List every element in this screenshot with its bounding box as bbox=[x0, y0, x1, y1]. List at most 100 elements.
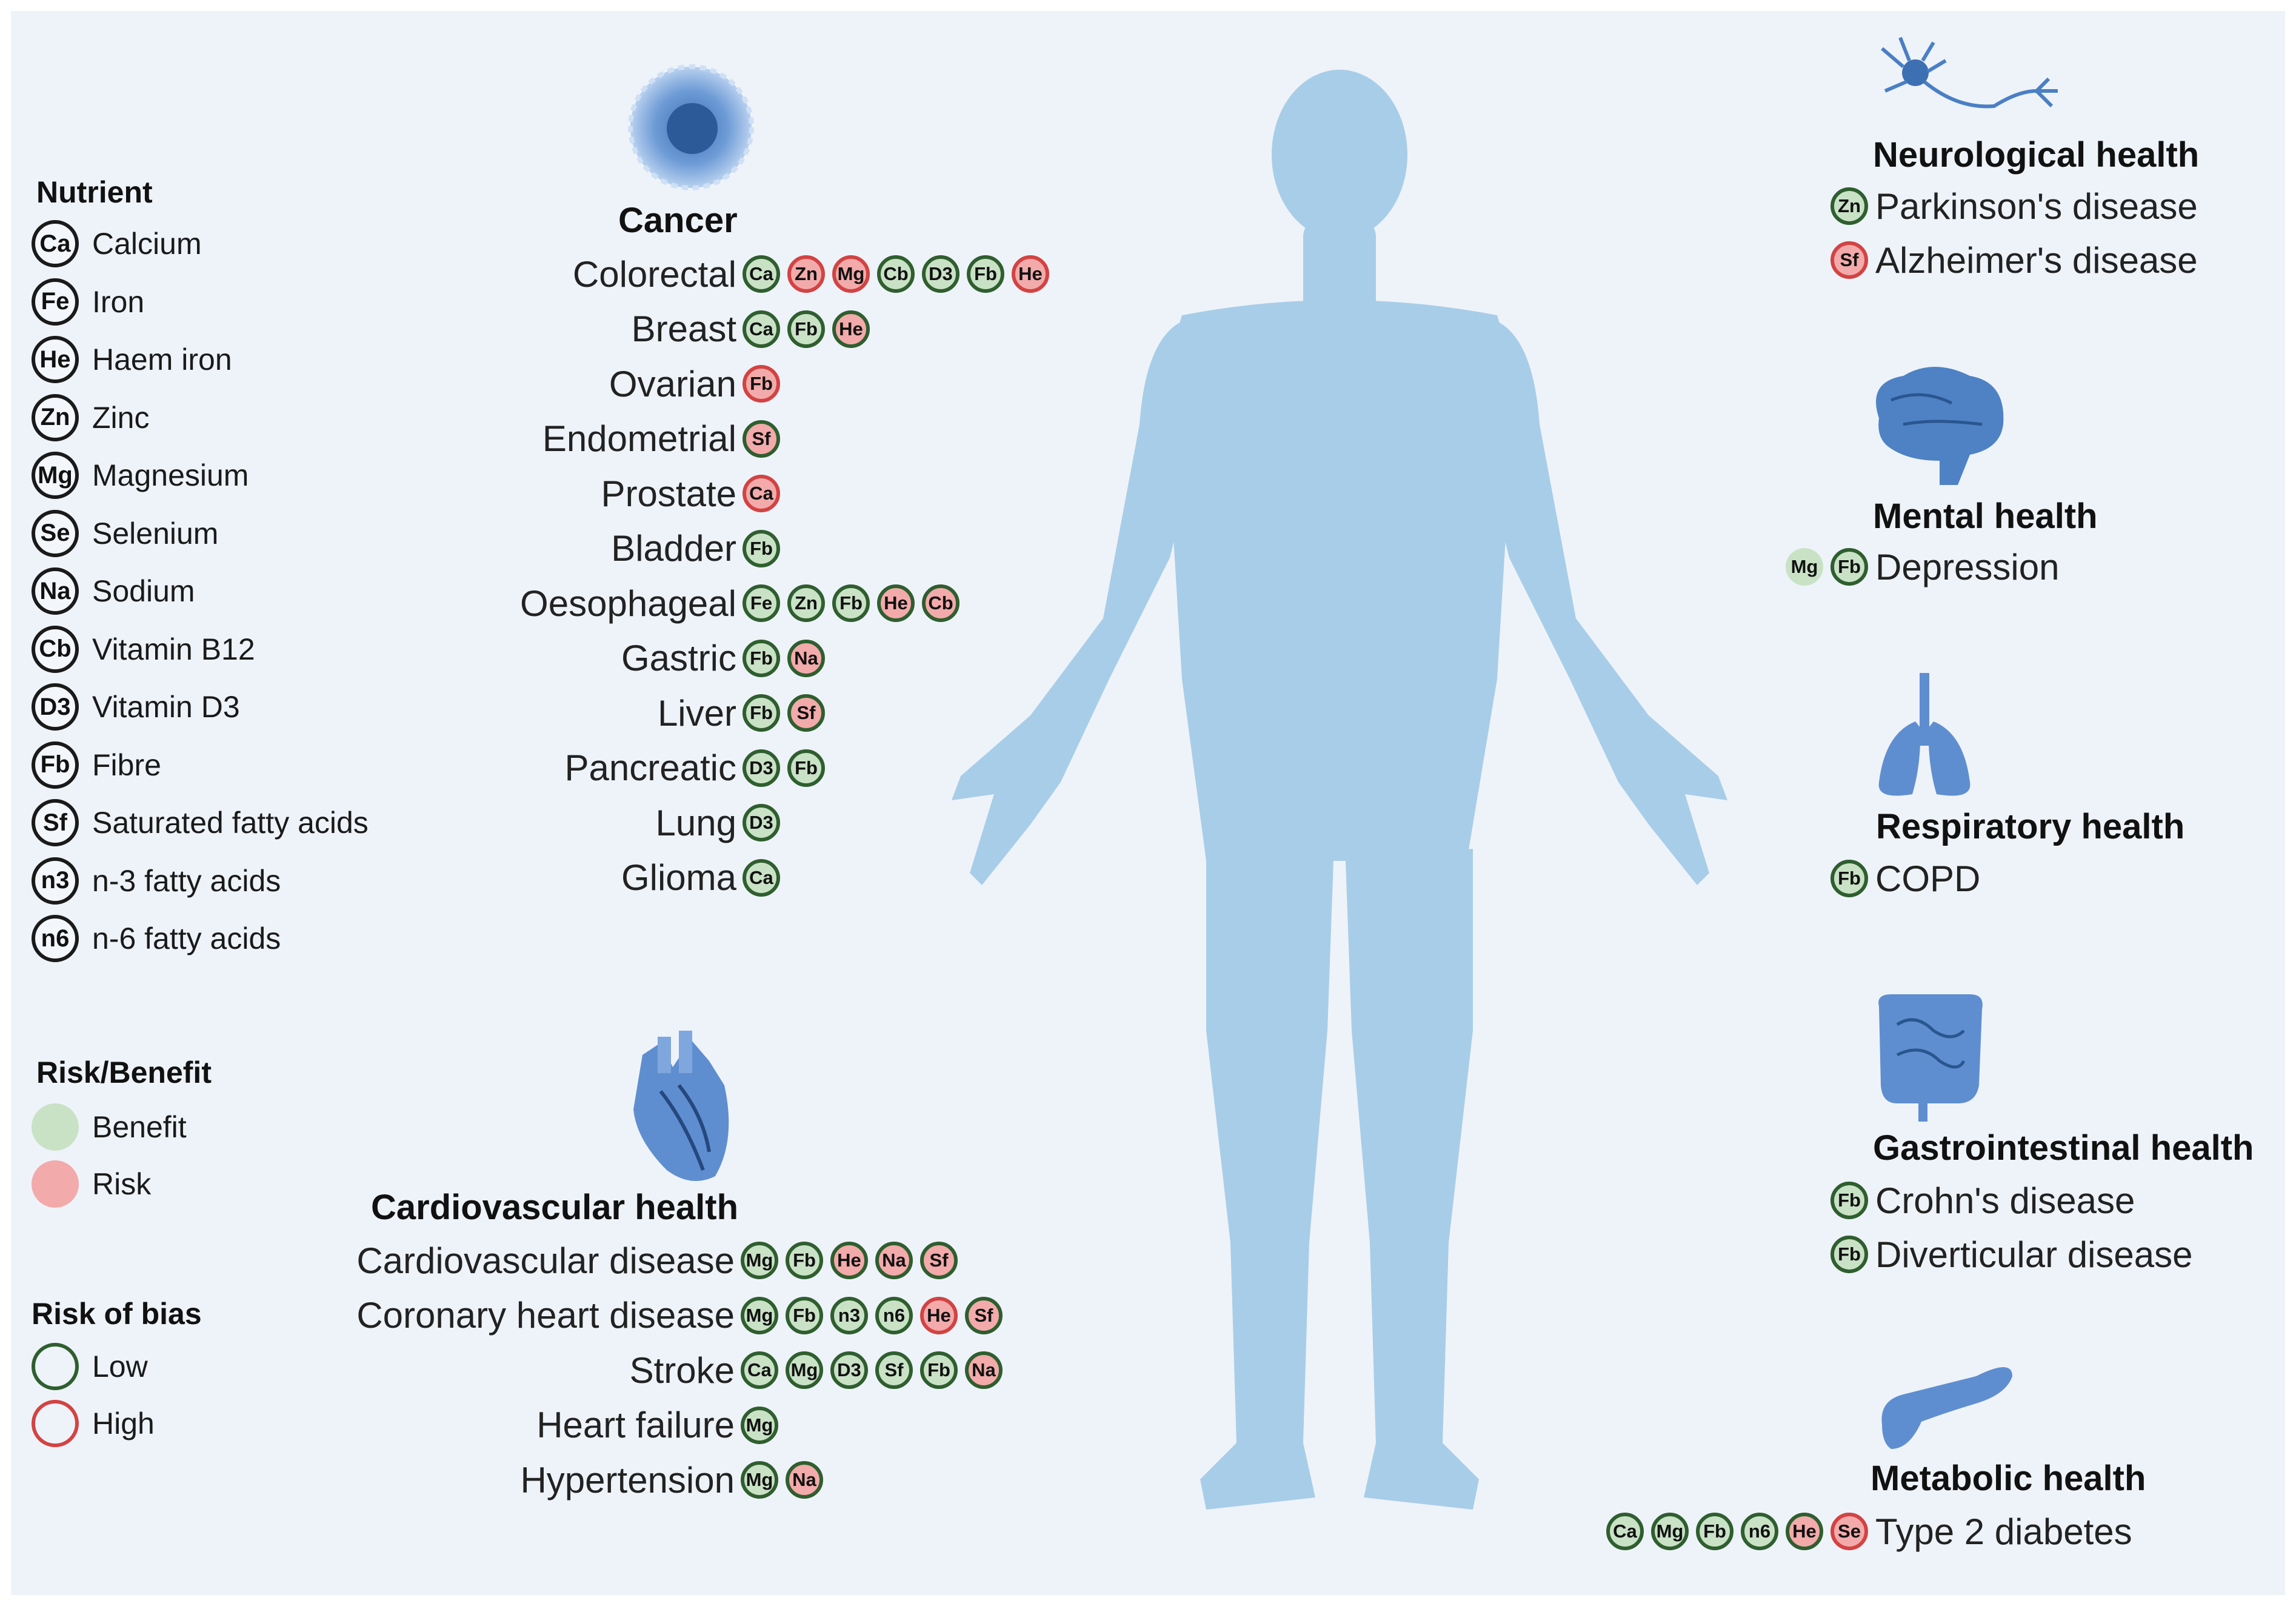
nutrient-chip-mg: Mg bbox=[1786, 548, 1823, 586]
nutrient-chip-fb: Fb bbox=[967, 255, 1004, 293]
disease-label: Parkinson's disease bbox=[1875, 186, 2198, 227]
neuro-section-title: Neurological health bbox=[1873, 135, 2200, 175]
disease-label: Type 2 diabetes bbox=[1875, 1511, 2132, 1552]
nutrient-chip-d3: D3 bbox=[743, 804, 780, 841]
nutrient-chip-sf: Sf bbox=[965, 1296, 1003, 1334]
resp-chip-row: Fb bbox=[1827, 853, 1872, 904]
disease-label: Ovarian bbox=[609, 363, 736, 404]
neuro-disease-row: Alzheimer's disease bbox=[1875, 235, 2198, 286]
nutrient-chip-zn: Zn bbox=[787, 584, 825, 622]
legend-risk: Risk bbox=[32, 1159, 151, 1210]
mental-section-title: Mental health bbox=[1873, 497, 2098, 536]
nutrient-chip-fb: Fb bbox=[1696, 1513, 1734, 1550]
nutrient-chip-na: Na bbox=[787, 639, 825, 677]
nutrient-chip-mg: Mg bbox=[741, 1406, 778, 1444]
nutrient-chips: Fb bbox=[1827, 1182, 1872, 1219]
nutrient-code-badge: n3 bbox=[32, 857, 79, 905]
nutrient-code-badge: Fb bbox=[32, 741, 79, 789]
disease-label: Pancreatic bbox=[564, 748, 736, 788]
nutrient-chips: Fb bbox=[739, 529, 784, 567]
nutrient-name: Saturated fatty acids bbox=[92, 806, 369, 840]
nutrient-name: Calcium bbox=[92, 227, 202, 261]
neuro-chip-row: Sf bbox=[1827, 235, 1872, 286]
nutrient-code-badge: Cb bbox=[32, 625, 79, 673]
legend-high-bias: High bbox=[32, 1398, 155, 1449]
cancer-disease-row: Liver bbox=[658, 688, 736, 738]
nutrient-chip-he: He bbox=[1786, 1513, 1823, 1550]
disease-label: Stroke bbox=[629, 1350, 735, 1391]
nutrient-chip-sf: Sf bbox=[920, 1242, 958, 1279]
pancreas-icon bbox=[1881, 1367, 2012, 1449]
legend-low-label: Low bbox=[92, 1350, 148, 1384]
resp-section-title: Respiratory health bbox=[1876, 807, 2185, 846]
nutrient-chip-ca: Ca bbox=[743, 858, 780, 897]
nutrient-chips: Mg bbox=[737, 1406, 782, 1444]
nutrient-chip-sf: Sf bbox=[1830, 241, 1868, 279]
nutrient-chip-sf: Sf bbox=[743, 420, 780, 458]
nutrient-name: n-6 fatty acids bbox=[92, 922, 281, 955]
nutrient-chips: Fb bbox=[1827, 1236, 1872, 1273]
nutrient-chip-fb: Fb bbox=[743, 639, 780, 677]
legend-high-label: High bbox=[92, 1407, 155, 1440]
nutrient-chip-fb: Fb bbox=[1830, 860, 1868, 897]
nutrient-chip-n6: n6 bbox=[875, 1296, 913, 1334]
nutrient-name: Vitamin B12 bbox=[92, 632, 255, 666]
disease-label: Cardiovascular disease bbox=[356, 1240, 735, 1281]
cardio-disease-row: Coronary heart disease bbox=[356, 1290, 735, 1341]
nutrient-chip-fb: Fb bbox=[1830, 1182, 1868, 1219]
nutrient-name: Haem iron bbox=[92, 343, 232, 376]
neuro-chip-row: Zn bbox=[1827, 181, 1872, 232]
nutrient-code-badge: Sf bbox=[32, 799, 79, 846]
nutrient-chips: Ca bbox=[739, 475, 784, 512]
cell-icon bbox=[628, 64, 754, 190]
nutrient-name: n-3 fatty acids bbox=[92, 863, 281, 898]
nutrient-chips: D3 bbox=[739, 804, 784, 841]
nutrient-chip-ca: Ca bbox=[743, 310, 780, 348]
cancer-disease-row: Pancreatic bbox=[565, 743, 736, 794]
disease-label: Heart failure bbox=[536, 1405, 735, 1445]
nutrient-name: Iron bbox=[92, 284, 145, 319]
nutrient-chip-zn: Zn bbox=[1830, 187, 1868, 225]
disease-label: Colorectal bbox=[572, 253, 736, 295]
nutrient-name: Vitamin D3 bbox=[92, 690, 240, 724]
disease-label: Crohn's disease bbox=[1875, 1180, 2135, 1221]
nutrient-chip-se: Se bbox=[1830, 1513, 1868, 1550]
cancer-chip-row: Ca bbox=[739, 852, 784, 903]
nutrient-chips: Fb bbox=[739, 365, 784, 403]
low-bias-swatch bbox=[32, 1343, 79, 1390]
risk-swatch bbox=[32, 1160, 79, 1208]
disease-label: Liver bbox=[657, 692, 736, 734]
nutrient-chip-d3: D3 bbox=[830, 1351, 868, 1389]
nutrient-chip-d3: D3 bbox=[743, 749, 780, 787]
disease-label: Breast bbox=[631, 309, 736, 349]
nutrient-chip-fb: Fb bbox=[1830, 548, 1868, 586]
nutrient-chip-he: He bbox=[877, 584, 915, 622]
nutrient-chip-na: Na bbox=[965, 1351, 1003, 1389]
nutrient-chip-he: He bbox=[830, 1242, 868, 1279]
metabolic-disease-row: Type 2 diabetes bbox=[1875, 1506, 2132, 1557]
cardio-section-title: Cardiovascular health bbox=[371, 1188, 738, 1227]
nutrient-code-badge: Mg bbox=[32, 452, 79, 499]
nutrient-chips: Zn bbox=[1827, 187, 1872, 225]
nutrient-chip-na: Na bbox=[786, 1461, 823, 1499]
nutrient-chip-na: Na bbox=[875, 1242, 913, 1279]
nutrient-chip-fb: Fb bbox=[920, 1351, 958, 1389]
disease-label: Endometrial bbox=[542, 418, 736, 459]
gastro-section-title: Gastrointestinal health bbox=[1873, 1128, 2254, 1168]
cardio-chip-row: Mg bbox=[737, 1400, 782, 1451]
bias-legend-title: Risk of bias bbox=[32, 1297, 202, 1331]
nutrient-chip-fb: Fb bbox=[787, 310, 825, 348]
high-bias-swatch bbox=[32, 1400, 79, 1447]
nutrient-chip-ca: Ca bbox=[741, 1351, 778, 1389]
neuron-icon bbox=[1881, 36, 2058, 109]
